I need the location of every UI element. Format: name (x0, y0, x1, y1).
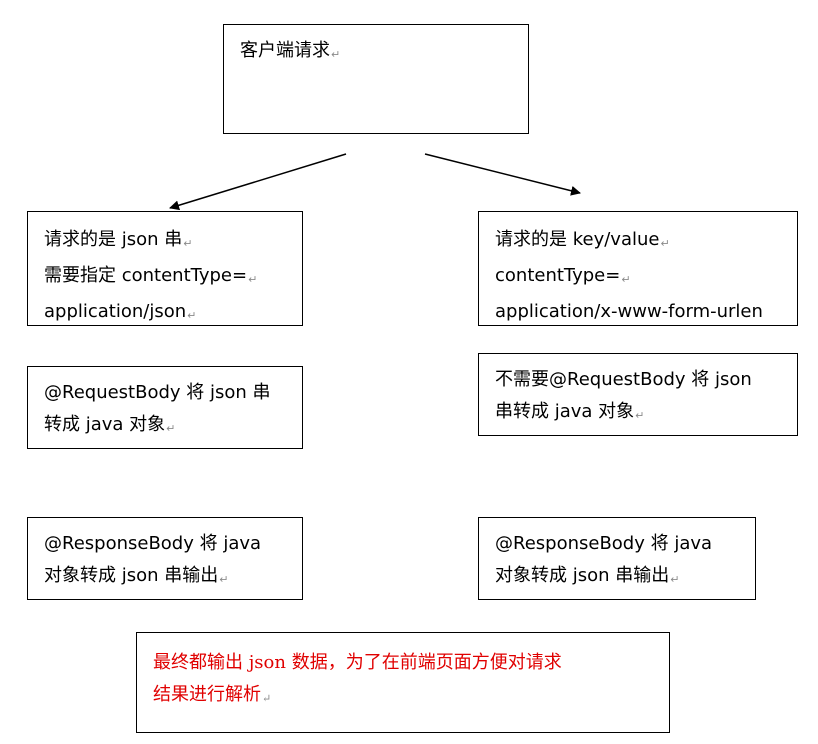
client-request-label: 客户端请求 (240, 40, 330, 61)
left-responsebody-box: @ResponseBody 将 java 对象转成 json 串输出↵ (27, 517, 303, 600)
final-output-box: 最终都输出 json 数据，为了在前端页面方便对请求 结果进行解析↵ (136, 632, 670, 733)
keyvalue-request-box: 请求的是 key/value↵ contentType=↵ applicatio… (478, 211, 798, 326)
json-request-line-2: 需要指定 contentType=↵ (44, 265, 258, 286)
right-responsebody-line-1: @ResponseBody 将 java (495, 533, 713, 554)
right-responsebody-box: @ResponseBody 将 java 对象转成 json 串输出↵ (478, 517, 756, 600)
right-responsebody-line-2: 对象转成 json 串输出↵ (495, 565, 680, 586)
no-requestbody-line-2: 串转成 java 对象↵ (495, 401, 645, 422)
requestbody-convert-line-1: @RequestBody 将 json 串 (44, 382, 271, 403)
requestbody-convert-box: @RequestBody 将 json 串 转成 java 对象↵ (27, 366, 303, 449)
left-responsebody-line-1: @ResponseBody 将 java (44, 533, 262, 554)
keyvalue-request-line-3: application/x-www-form-urlen (495, 301, 763, 322)
json-request-line-3: application/json↵ (44, 301, 197, 322)
paragraph-mark: ↵ (331, 48, 341, 61)
left-responsebody-line-2: 对象转成 json 串输出↵ (44, 565, 229, 586)
keyvalue-request-line-2: contentType=↵ (495, 265, 631, 286)
keyvalue-request-line-1: 请求的是 key/value↵ (495, 229, 670, 250)
final-output-line-2: 结果进行解析↵ (153, 684, 272, 705)
json-request-box: 请求的是 json 串↵ 需要指定 contentType=↵ applicat… (27, 211, 303, 326)
final-output-line-1: 最终都输出 json 数据，为了在前端页面方便对请求 (153, 652, 562, 673)
arrow-right (424, 153, 581, 196)
no-requestbody-box: 不需要@RequestBody 将 json 串转成 java 对象↵ (478, 353, 798, 436)
requestbody-convert-line-2: 转成 java 对象↵ (44, 414, 176, 435)
json-request-line-1: 请求的是 json 串↵ (44, 229, 193, 250)
client-request-box: 客户端请求↵ (223, 24, 529, 134)
no-requestbody-line-1: 不需要@RequestBody 将 json (495, 369, 752, 390)
arrow-left (169, 153, 347, 211)
